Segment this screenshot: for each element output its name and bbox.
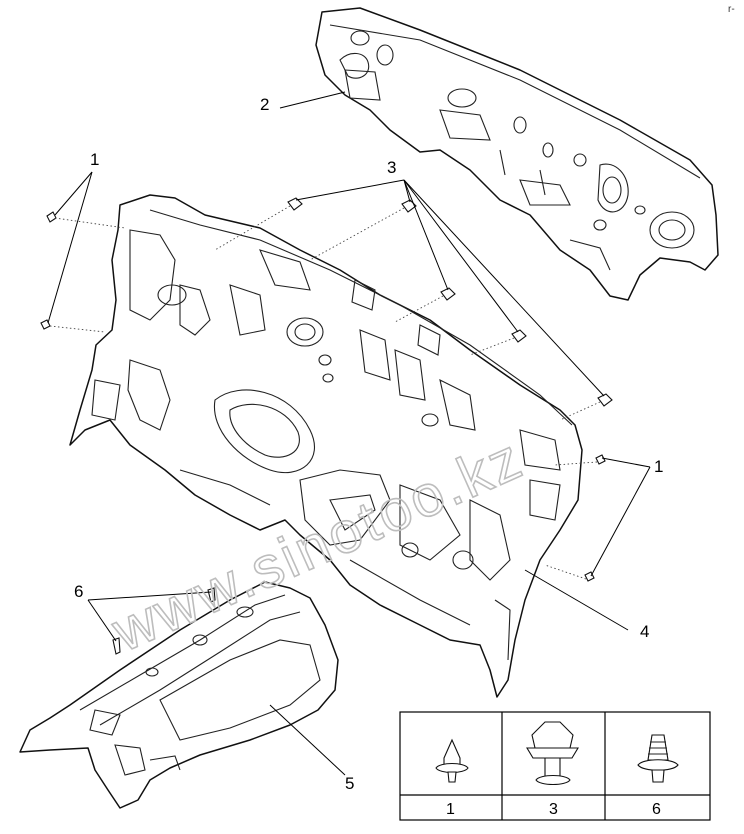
table-label-1: 1 xyxy=(446,801,455,818)
clip-6-upper xyxy=(207,587,216,603)
part-5-floor-insulator xyxy=(19,581,339,809)
callout-5: 5 xyxy=(345,774,354,793)
table-label-6: 6 xyxy=(652,801,661,818)
callout-3: 3 xyxy=(387,158,396,177)
table-clip-6-icon xyxy=(637,734,679,783)
callout-2: 2 xyxy=(260,95,269,114)
part-4-main-insulator xyxy=(69,194,583,698)
callout-1-left: 1 xyxy=(90,150,99,169)
clip-3-b xyxy=(401,199,417,213)
table-label-3: 3 xyxy=(549,801,558,818)
corner-mark: r- xyxy=(728,4,735,15)
table-clip-1-icon xyxy=(435,738,469,783)
callout-6: 6 xyxy=(74,582,83,601)
installation-lines xyxy=(49,205,601,580)
clip-1-upper-left xyxy=(46,211,57,223)
callout-labels: 1 2 3 1 4 6 5 xyxy=(74,95,663,793)
leader-lines xyxy=(47,91,651,776)
clip-3-a xyxy=(287,197,303,211)
callout-4: 4 xyxy=(640,622,649,641)
clip-3-d xyxy=(511,329,527,343)
table-clip-3-icon xyxy=(526,721,579,786)
clip-3-e xyxy=(597,393,613,407)
clip-3-c xyxy=(440,287,456,301)
fastener-table: 1 3 6 xyxy=(399,711,711,821)
clip-6-lower xyxy=(112,637,121,655)
callout-1-right: 1 xyxy=(654,457,663,476)
clip-1-upper-right xyxy=(595,454,606,465)
part-2-upper-insulator xyxy=(315,7,719,301)
